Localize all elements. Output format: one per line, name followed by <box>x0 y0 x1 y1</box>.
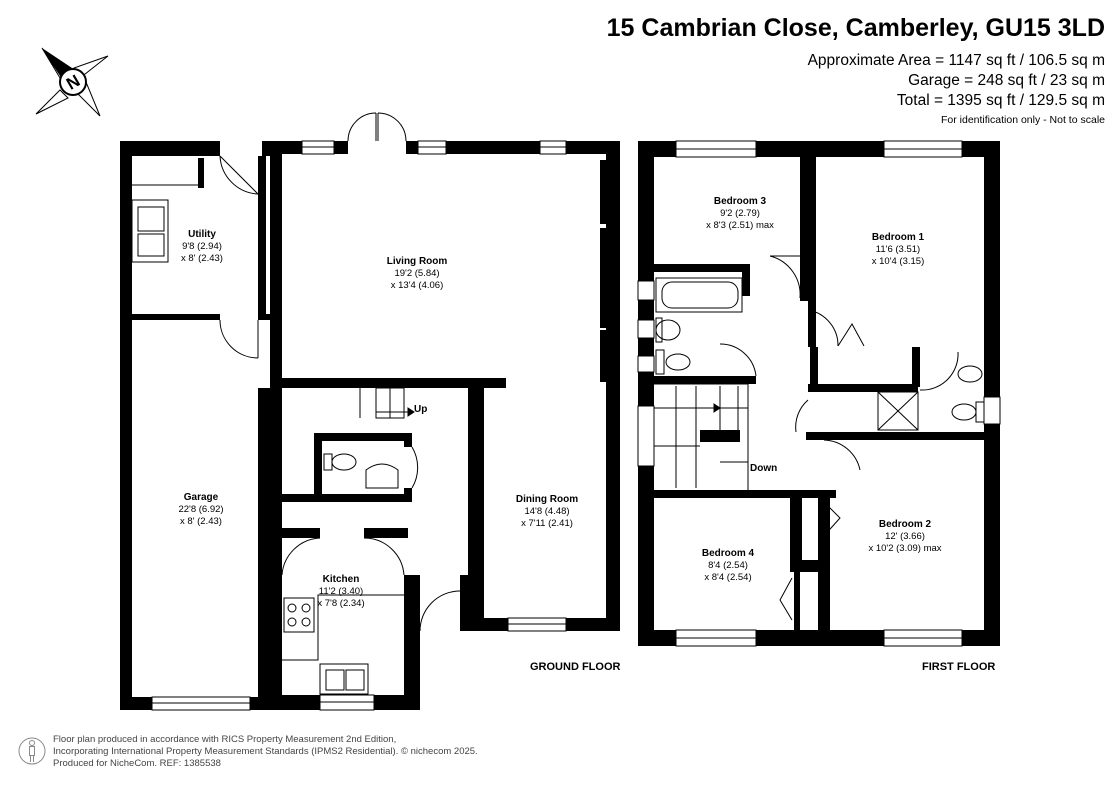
room-dims: x 8' (2.43) <box>180 516 222 527</box>
ground-floor-doors <box>219 112 461 632</box>
stairs-down-label: Down <box>750 463 778 474</box>
room-name: Bedroom 4 <box>701 548 755 559</box>
room-bedroom-1: Bedroom 1 11'6 (3.51) x 10'4 (3.15) <box>848 232 948 268</box>
room-kitchen: Kitchen 11'2 (3.40) x 7'8 (2.34) <box>306 574 376 610</box>
first-floor-walls <box>638 141 1000 646</box>
room-dims: 22'8 (6.92) <box>178 504 224 515</box>
room-name: Bedroom 1 <box>871 232 925 243</box>
room-bedroom-2: Bedroom 2 12' (3.66) x 10'2 (3.09) max <box>850 519 960 555</box>
room-dims: x 10'4 (3.15) <box>871 256 925 267</box>
room-dims: 11'2 (3.40) <box>318 586 364 597</box>
room-dims: 9'2 (2.79) <box>720 208 760 219</box>
room-dims: 12' (3.66) <box>885 531 925 542</box>
room-utility: Utility 9'8 (2.94) x 8' (2.43) <box>162 229 242 265</box>
garage-area: Garage = 248 sq ft / 23 sq m <box>908 72 1105 89</box>
room-name: Bedroom 3 <box>713 196 767 207</box>
total-area: Total = 1395 sq ft / 129.5 sq m <box>896 92 1105 109</box>
room-dims: 19'2 (5.84) <box>394 268 440 279</box>
room-garage: Garage 22'8 (6.92) x 8' (2.43) <box>161 492 241 528</box>
property-address: 15 Cambrian Close, Camberley, GU15 3LD <box>606 14 1105 42</box>
room-name: Dining Room <box>515 494 579 505</box>
room-dims: x 10'2 (3.09) max <box>868 543 942 554</box>
room-dims: 8'4 (2.54) <box>708 560 748 571</box>
room-dims: 9'8 (2.94) <box>182 241 222 252</box>
ground-floor-walls <box>120 141 620 710</box>
first-floor-label: FIRST FLOOR <box>922 661 996 673</box>
first-floor-fixtures <box>654 277 985 490</box>
room-living-room: Living Room 19'2 (5.84) x 13'4 (4.06) <box>372 256 462 292</box>
room-name: Bedroom 2 <box>878 519 932 530</box>
footer-line-1: Floor plan produced in accordance with R… <box>53 734 397 745</box>
room-dims: x 13'4 (4.06) <box>390 280 444 291</box>
room-dims: x 8' (2.43) <box>181 253 223 264</box>
footer-line-2: Incorporating International Property Mea… <box>53 746 478 757</box>
approximate-area: Approximate Area = 1147 sq ft / 106.5 sq… <box>807 52 1105 69</box>
room-dims: x 7'11 (2.41) <box>521 518 573 529</box>
room-dims: x 8'3 (2.51) max <box>706 220 774 231</box>
ground-floor-windows <box>151 140 567 711</box>
room-dims: 11'6 (3.51) <box>875 244 921 255</box>
room-bedroom-3: Bedroom 3 9'2 (2.79) x 8'3 (2.51) max <box>690 196 790 232</box>
first-floor-windows <box>637 140 1001 647</box>
room-dims: x 7'8 (2.34) <box>317 598 365 609</box>
room-name: Living Room <box>386 256 448 267</box>
room-name: Kitchen <box>322 574 360 585</box>
first-floor-doors <box>719 255 959 621</box>
room-dining-room: Dining Room 14'8 (4.48) x 7'11 (2.41) <box>502 494 592 530</box>
room-name: Garage <box>183 492 219 503</box>
room-name: Utility <box>188 229 216 240</box>
stairs-up-label: Up <box>414 404 428 415</box>
room-bedroom-4: Bedroom 4 8'4 (2.54) x 8'4 (2.54) <box>683 548 773 584</box>
person-scale-icon <box>18 737 46 765</box>
footer-line-3: Produced for NicheCom. REF: 1385538 <box>53 758 221 769</box>
ground-floor-fixtures <box>131 158 415 695</box>
room-dims: 14'8 (4.48) <box>524 506 570 517</box>
compass-icon: N <box>35 47 109 117</box>
room-dims: x 8'4 (2.54) <box>704 572 752 583</box>
scale-disclaimer: For identification only - Not to scale <box>941 114 1105 126</box>
ground-floor-label: GROUND FLOOR <box>530 661 621 673</box>
